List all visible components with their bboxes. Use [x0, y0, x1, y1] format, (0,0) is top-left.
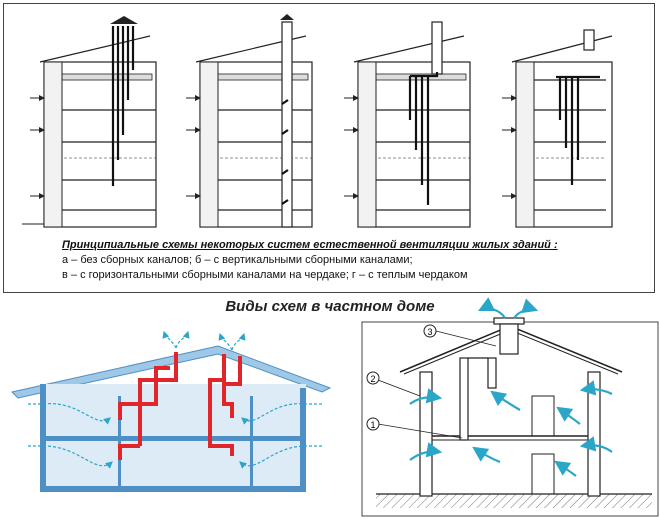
scheme-b — [186, 14, 313, 228]
scheme-c — [344, 21, 471, 228]
scheme-a — [22, 16, 157, 228]
private-house-title: Виды схем в частном доме — [225, 298, 435, 315]
marker-3: 3 — [427, 327, 432, 337]
schemes-caption: Принципиальные схемы некоторых систем ес… — [62, 238, 622, 283]
marker-2: 2 — [370, 374, 375, 384]
marker-1: 1 — [370, 420, 375, 430]
caption-line-2: в – с горизонтальными сборными каналами … — [62, 269, 468, 281]
scheme-d — [502, 29, 613, 228]
caption-title: Принципиальные схемы некоторых систем ес… — [62, 239, 558, 251]
caption-line-1: а – без сборных каналов; б – с вертикаль… — [62, 254, 413, 266]
top-panel — [3, 3, 655, 293]
